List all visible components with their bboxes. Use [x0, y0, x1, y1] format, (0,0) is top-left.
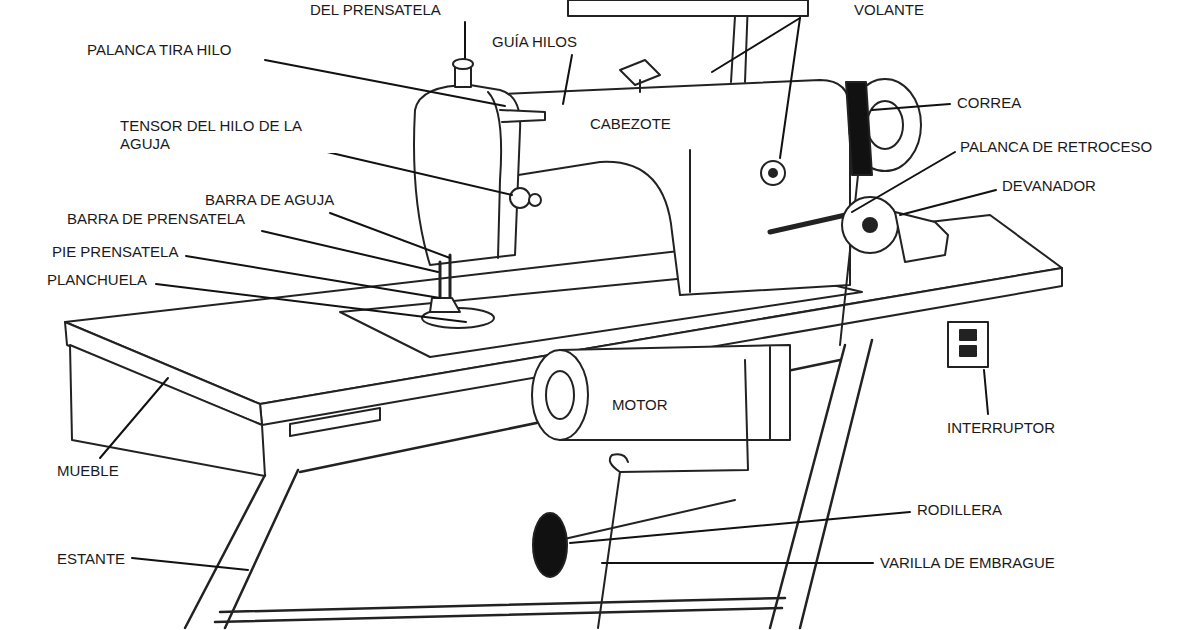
part-label: MOTOR: [610, 396, 670, 414]
bobbin-winder-hub: [863, 218, 877, 232]
motor-symbol: [532, 345, 790, 440]
presser-bar: [439, 262, 442, 298]
knee-lever: [533, 360, 748, 628]
stitch-dial: [761, 161, 785, 185]
drawer-handle: [290, 408, 380, 436]
head-face: [488, 92, 501, 258]
thread-guide-post: [639, 80, 641, 92]
part-label: PLANCHUELA: [45, 271, 149, 289]
take-up-lever: [500, 110, 545, 122]
table-front: [260, 268, 1062, 425]
arm-edge: [689, 150, 691, 292]
stitch-dial-center: [769, 169, 777, 177]
leader-lines: [100, 18, 996, 570]
part-label: PALANCA DE RETROCESO: [958, 138, 1154, 156]
part-label: PIE PRENSATELA: [50, 243, 180, 261]
part-label: MUEBLE: [55, 462, 121, 480]
part-label: GUÍA HILOS: [490, 33, 579, 51]
part-label: VOLANTE: [852, 1, 926, 19]
presser-knob: [453, 59, 473, 69]
part-label: DEL PRENSATELA: [308, 1, 443, 19]
part-label: TENSOR DEL HILO DE LA AGUJA: [118, 117, 337, 153]
part-label: BARRA DE PRENSATELA: [65, 210, 247, 228]
part-label: RODILLERA: [915, 501, 1004, 519]
presser-foot: [430, 298, 460, 312]
reverse-lever: [770, 214, 850, 232]
part-label: PALANCA TIRA HILO: [85, 41, 234, 59]
winder-bracket: [895, 212, 948, 262]
part-label: CORREA: [955, 94, 1023, 112]
part-label: INTERRUPTOR: [945, 419, 1057, 437]
thread-tension: [510, 188, 530, 208]
thread-tension-nut: [529, 194, 541, 206]
switch-symbol: [948, 322, 988, 367]
drawer-box: [70, 345, 265, 476]
part-label: VARILLA DE EMBRAGUE: [878, 554, 1057, 572]
machine-arm: [480, 80, 850, 295]
part-label: ESTANTE: [55, 550, 127, 568]
thread-stand-top: [568, 0, 808, 16]
belt: [846, 82, 872, 175]
part-label: CABEZOTE: [588, 115, 673, 133]
part-label: DEVANADOR: [1000, 177, 1098, 195]
bobbin-winder: [842, 197, 898, 253]
part-label: BARRA DE AGUJA: [203, 191, 336, 209]
